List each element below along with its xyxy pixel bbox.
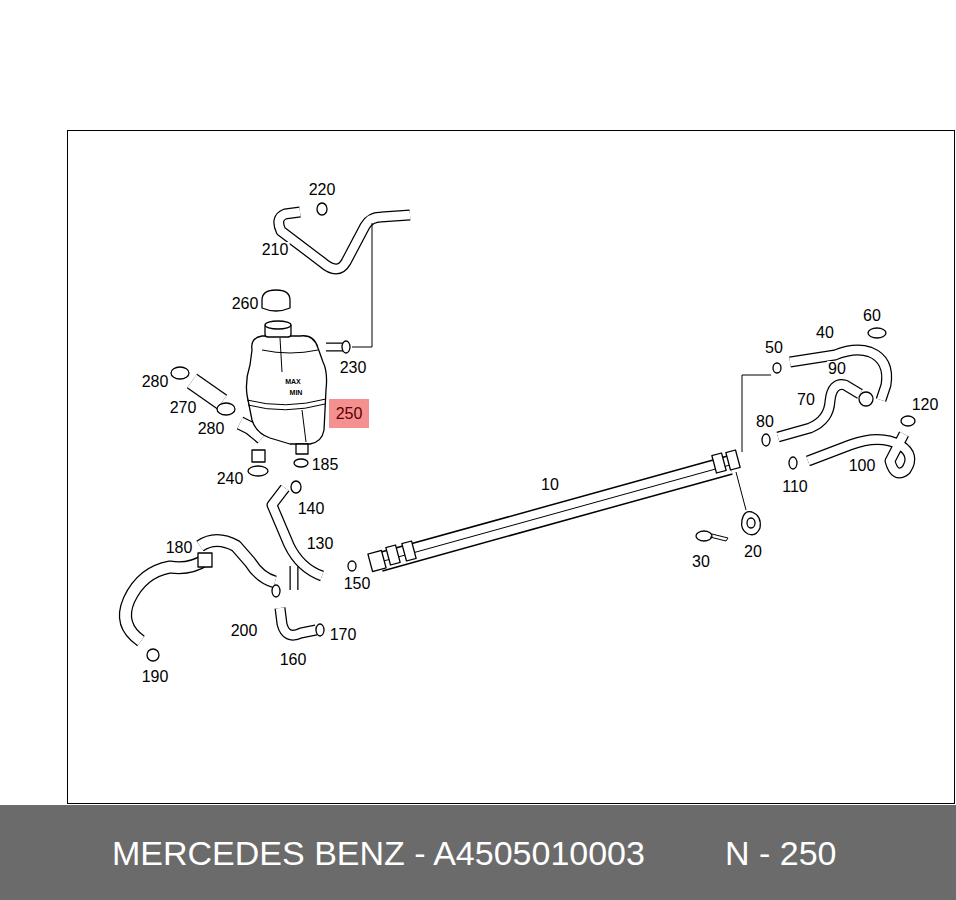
frame (68, 131, 955, 804)
callout-number: 280 (141, 374, 170, 390)
callout-number: 20 (743, 544, 763, 560)
callout-number: 185 (311, 457, 340, 473)
callout-number: 30 (691, 554, 711, 570)
callout-number: 220 (308, 182, 337, 198)
highlight-box: 250 (329, 399, 369, 428)
screw-and-clip (696, 512, 760, 541)
clamps (147, 203, 915, 661)
expansion-tank (246, 321, 326, 462)
callout-number: 190 (141, 669, 170, 685)
callout-number: 40 (815, 325, 835, 341)
callout-number: 240 (216, 471, 245, 487)
callout-number: 90 (827, 361, 847, 377)
level-marking: MAX (284, 378, 302, 385)
callout-number: 200 (230, 623, 259, 639)
part-number-text: N - 250 (725, 836, 837, 870)
callout-number: 80 (755, 414, 775, 430)
callout-number: 110 (781, 479, 809, 495)
callout-number: 280 (197, 421, 226, 437)
callout-number: 70 (796, 392, 816, 408)
callout-number: 130 (306, 536, 335, 552)
callout-number: 120 (911, 397, 940, 413)
callout-number: 150 (343, 576, 372, 592)
callout-number: 170 (329, 627, 358, 643)
callout-number: 10 (540, 477, 560, 493)
callout-number: 140 (297, 501, 326, 517)
callout-number: 180 (165, 540, 194, 556)
level-marking: MIN (289, 389, 304, 396)
callout-number: 160 (279, 652, 308, 668)
callout-number: 50 (764, 340, 784, 356)
callout-number: 230 (339, 360, 368, 376)
cap (262, 290, 290, 311)
part-number-text: MERCEDES BENZ - A4505010003 (112, 836, 645, 870)
cooler-pipe (368, 450, 740, 571)
callout-number: 260 (231, 296, 260, 312)
footer-band: MERCEDES BENZ - A4505010003 N - 250 (0, 805, 956, 900)
leader-lines (352, 223, 771, 510)
callout-number: 250 (336, 405, 363, 423)
callout-number: 270 (169, 400, 198, 416)
hoses (125, 212, 909, 641)
callout-number: 100 (848, 458, 877, 474)
callout-number: 210 (261, 242, 290, 258)
callout-number: 60 (862, 308, 882, 324)
